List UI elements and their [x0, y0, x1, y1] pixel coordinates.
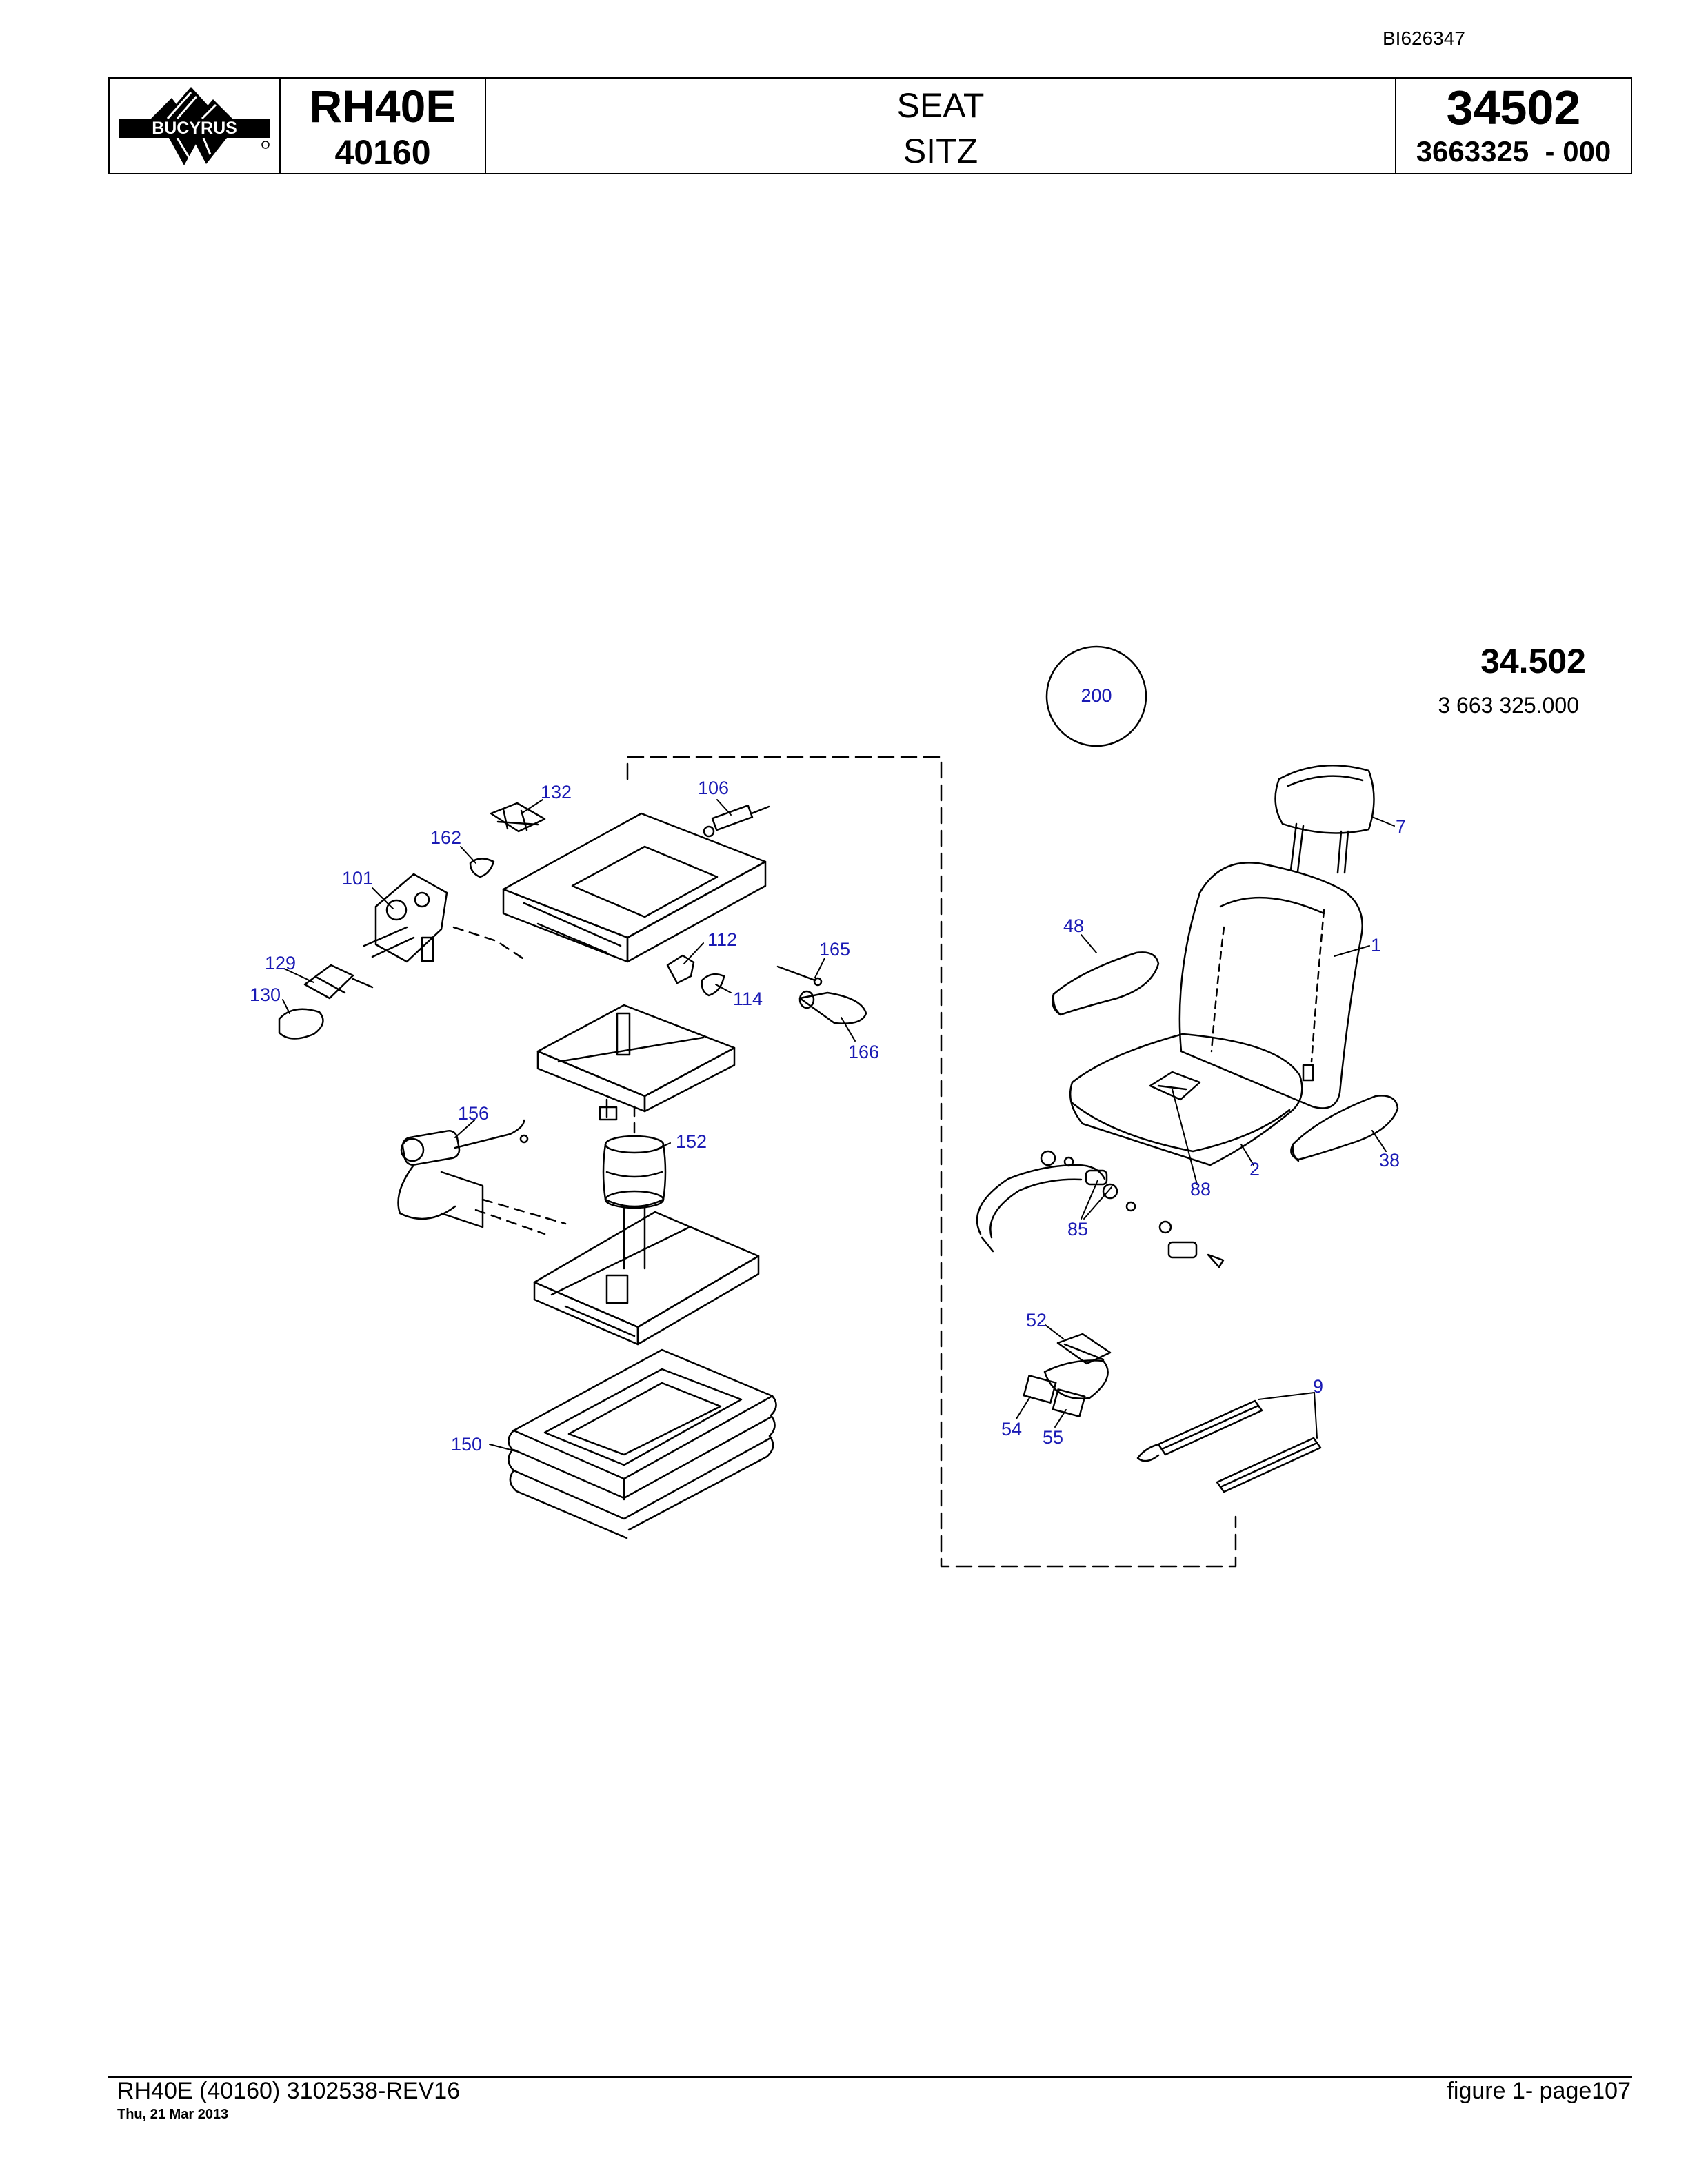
callout-54: 54 — [1001, 1419, 1022, 1439]
part-130 — [278, 1008, 324, 1040]
callout-88: 88 — [1190, 1179, 1211, 1200]
title-cell: SEAT SITZ — [486, 79, 1396, 173]
part-166 — [798, 990, 867, 1024]
callout-156: 156 — [458, 1103, 489, 1124]
callout-130: 130 — [250, 984, 281, 1005]
callout-38: 38 — [1379, 1150, 1400, 1171]
callout-2: 2 — [1249, 1159, 1260, 1180]
part-number: 3663325 - 000 — [1416, 135, 1611, 168]
part-52-bracket — [1043, 1333, 1112, 1399]
model-name: RH40E — [309, 81, 456, 132]
callout-85: 85 — [1067, 1219, 1088, 1240]
upper-frame-part — [502, 812, 767, 963]
callout-9: 9 — [1313, 1376, 1323, 1397]
middle-frame-part — [536, 1004, 736, 1121]
logo-text: BUCYRUS — [152, 119, 237, 138]
group-cell: 34502 3663325 - 000 — [1396, 79, 1631, 173]
callout-labels: 200 132 106 162 101 129 130 112 114 165 … — [250, 685, 1406, 1455]
group-number: 34502 — [1446, 81, 1581, 134]
callout-112: 112 — [707, 929, 737, 950]
title-german: SITZ — [903, 132, 978, 170]
part-114 — [701, 973, 725, 997]
footer-document-ref: RH40E (40160) 3102538-REV16 — [117, 2078, 461, 2104]
part-88-label — [1149, 1071, 1201, 1101]
part-106 — [703, 805, 770, 838]
part-165 — [776, 965, 823, 987]
callout-150: 150 — [451, 1434, 482, 1455]
callout-152: 152 — [676, 1131, 707, 1152]
leader-lines — [282, 799, 1395, 1452]
callout-7: 7 — [1396, 816, 1406, 837]
part-54-55 — [1023, 1375, 1086, 1417]
document-id: BI626347 — [1383, 28, 1465, 49]
part-129 — [303, 964, 374, 1000]
callout-52: 52 — [1026, 1310, 1047, 1331]
bucyrus-logo: BUCYRUS — [119, 87, 270, 165]
model-cell: RH40E 40160 — [281, 79, 486, 173]
footer-rule — [108, 2076, 1632, 2078]
part-2-seat-cushion — [1069, 1033, 1303, 1166]
part-132 — [490, 802, 546, 833]
callout-55: 55 — [1043, 1427, 1063, 1448]
callout-106: 106 — [698, 778, 729, 798]
figure-number: 34.502 — [1480, 642, 1586, 680]
part-85-seat-belt — [976, 1150, 1225, 1268]
callout-101: 101 — [342, 868, 373, 889]
footer-page-ref: figure 1- page107 — [1447, 2078, 1631, 2104]
part-156-compressor — [397, 1119, 529, 1228]
part-48-armrest — [1052, 951, 1160, 1016]
part-101 — [363, 873, 448, 963]
logo-cell: BUCYRUS — [110, 79, 281, 173]
callout-1: 1 — [1371, 935, 1381, 956]
callout-166: 166 — [848, 1042, 879, 1062]
part-162 — [469, 858, 495, 878]
part-1-backrest — [1178, 862, 1363, 1109]
part-152-air-spring — [602, 1135, 667, 1270]
dashed-connectors — [452, 926, 636, 1235]
model-number: 40160 — [334, 133, 431, 172]
part-9-slide-rails — [1136, 1399, 1322, 1493]
item-200-circle — [1045, 645, 1147, 747]
callout-129: 129 — [265, 953, 296, 973]
lower-frame-part — [533, 1211, 760, 1346]
callout-165: 165 — [819, 939, 850, 960]
part-38-armrest — [1290, 1095, 1399, 1162]
callout-162: 162 — [430, 827, 461, 848]
callout-200: 200 — [1081, 685, 1112, 706]
assembly-boundary — [626, 756, 1237, 1568]
part-112 — [666, 954, 695, 984]
part-150-base — [508, 1348, 777, 1539]
callout-114: 114 — [733, 989, 763, 1009]
part-7-headrest — [1274, 765, 1375, 874]
callout-132: 132 — [541, 782, 572, 802]
figure-code: 3 663 325.000 — [1438, 693, 1579, 718]
title-english: SEAT — [896, 86, 985, 125]
title-block: BUCYRUS RH40E 40160 SEAT SITZ 34502 3663… — [108, 77, 1632, 174]
footer-date: Thu, 21 Mar 2013 — [117, 2107, 229, 2122]
callout-48: 48 — [1063, 916, 1084, 936]
